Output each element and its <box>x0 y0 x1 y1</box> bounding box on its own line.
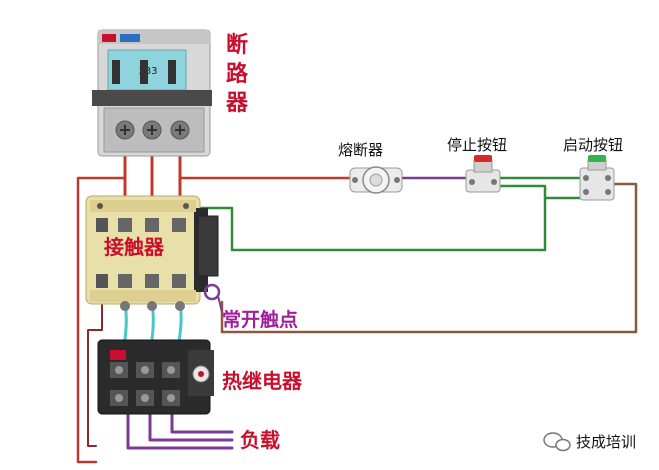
breaker-label: 断 路 器 <box>225 32 249 116</box>
watermark-text: 技成培训 <box>576 433 636 451</box>
wire-red-left-loop <box>76 176 127 464</box>
no-contact-arrow <box>217 295 223 313</box>
wire-darkred-side <box>87 301 103 447</box>
start-button-label: 启动按钮 <box>563 136 623 154</box>
wire-stop-to-start-b <box>496 184 582 200</box>
wire-load-3 <box>170 408 234 434</box>
wire-brown-return <box>220 182 638 334</box>
contactor-label: 接触器 <box>104 235 165 259</box>
wire-green-coil <box>196 196 547 252</box>
breaker-icon: 333 <box>92 29 212 157</box>
watermark: 技成培训 <box>543 432 636 452</box>
contactor-icon <box>85 195 219 311</box>
stop-button-icon <box>465 155 501 193</box>
wechat-icon <box>543 432 571 452</box>
no-contact-label: 常开触点 <box>222 308 298 331</box>
start-button-icon <box>579 155 615 201</box>
fuse-icon <box>349 166 403 194</box>
wire-load-1 <box>126 408 234 450</box>
breaker-label-char-3: 器 <box>225 91 249 116</box>
breaker-label-char-1: 断 <box>226 32 248 58</box>
fuse-label: 熔断器 <box>338 141 383 159</box>
wire-load-2 <box>148 408 234 442</box>
thermal-relay-label: 热继电器 <box>222 369 303 393</box>
thermal-relay-icon <box>97 339 214 415</box>
load-label: 负载 <box>240 428 280 452</box>
breaker-label-char-2: 路 <box>226 61 249 87</box>
stop-button-label: 停止按钮 <box>447 136 507 154</box>
no-contact-marker <box>203 283 221 301</box>
wires <box>76 146 638 464</box>
